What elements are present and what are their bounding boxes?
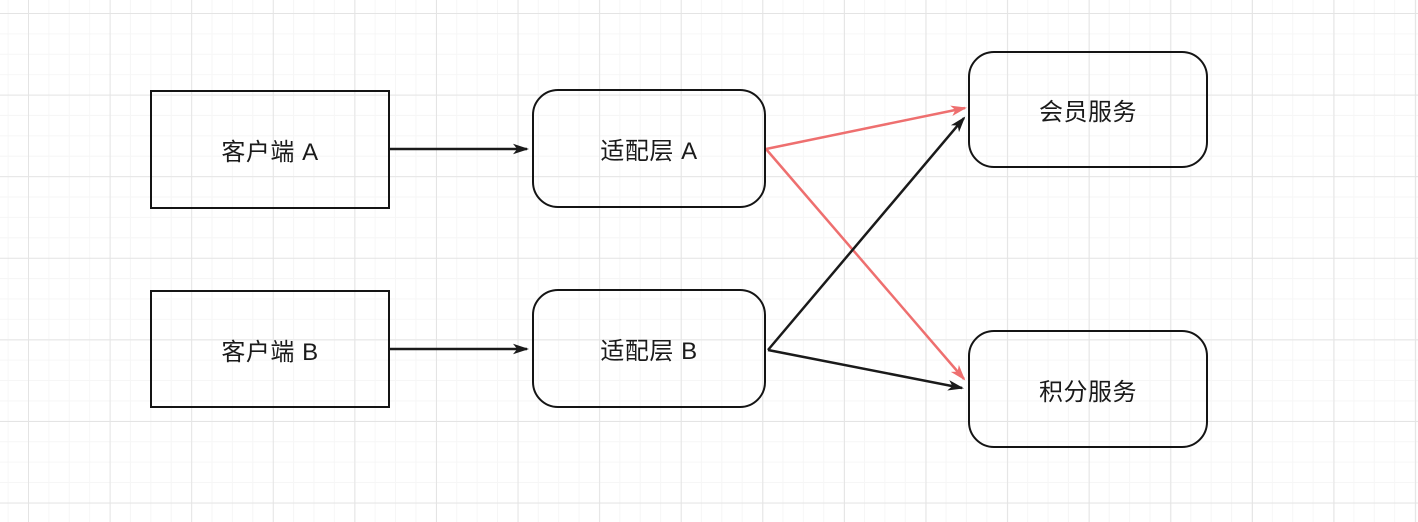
- node-client-a[interactable]: 客户端 A: [150, 90, 390, 209]
- edge-adapter-a-to-points-service[interactable]: [765, 148, 966, 381]
- edge-adapter-b-to-points-service[interactable]: [767, 348, 964, 391]
- node-client-b-label: 客户端 B: [221, 338, 319, 366]
- node-adapter-b[interactable]: 适配层 B: [532, 289, 766, 408]
- node-client-a-label: 客户端 A: [221, 139, 319, 166]
- node-client-b[interactable]: 客户端 B: [150, 290, 390, 408]
- node-adapter-a[interactable]: 适配层 A: [532, 89, 766, 208]
- edge-adapter-a-to-member-service[interactable]: [765, 105, 967, 151]
- node-points-service[interactable]: 积分服务: [968, 330, 1208, 448]
- edge-adapter-b-to-member-service[interactable]: [767, 116, 966, 351]
- node-member-service[interactable]: 会员服务: [968, 51, 1208, 168]
- node-adapter-a-label: 适配层 A: [600, 138, 698, 165]
- node-points-service-label: 积分服务: [1039, 378, 1137, 406]
- node-adapter-b-label: 适配层 B: [600, 338, 698, 365]
- node-member-service-label: 会员服务: [1039, 99, 1137, 126]
